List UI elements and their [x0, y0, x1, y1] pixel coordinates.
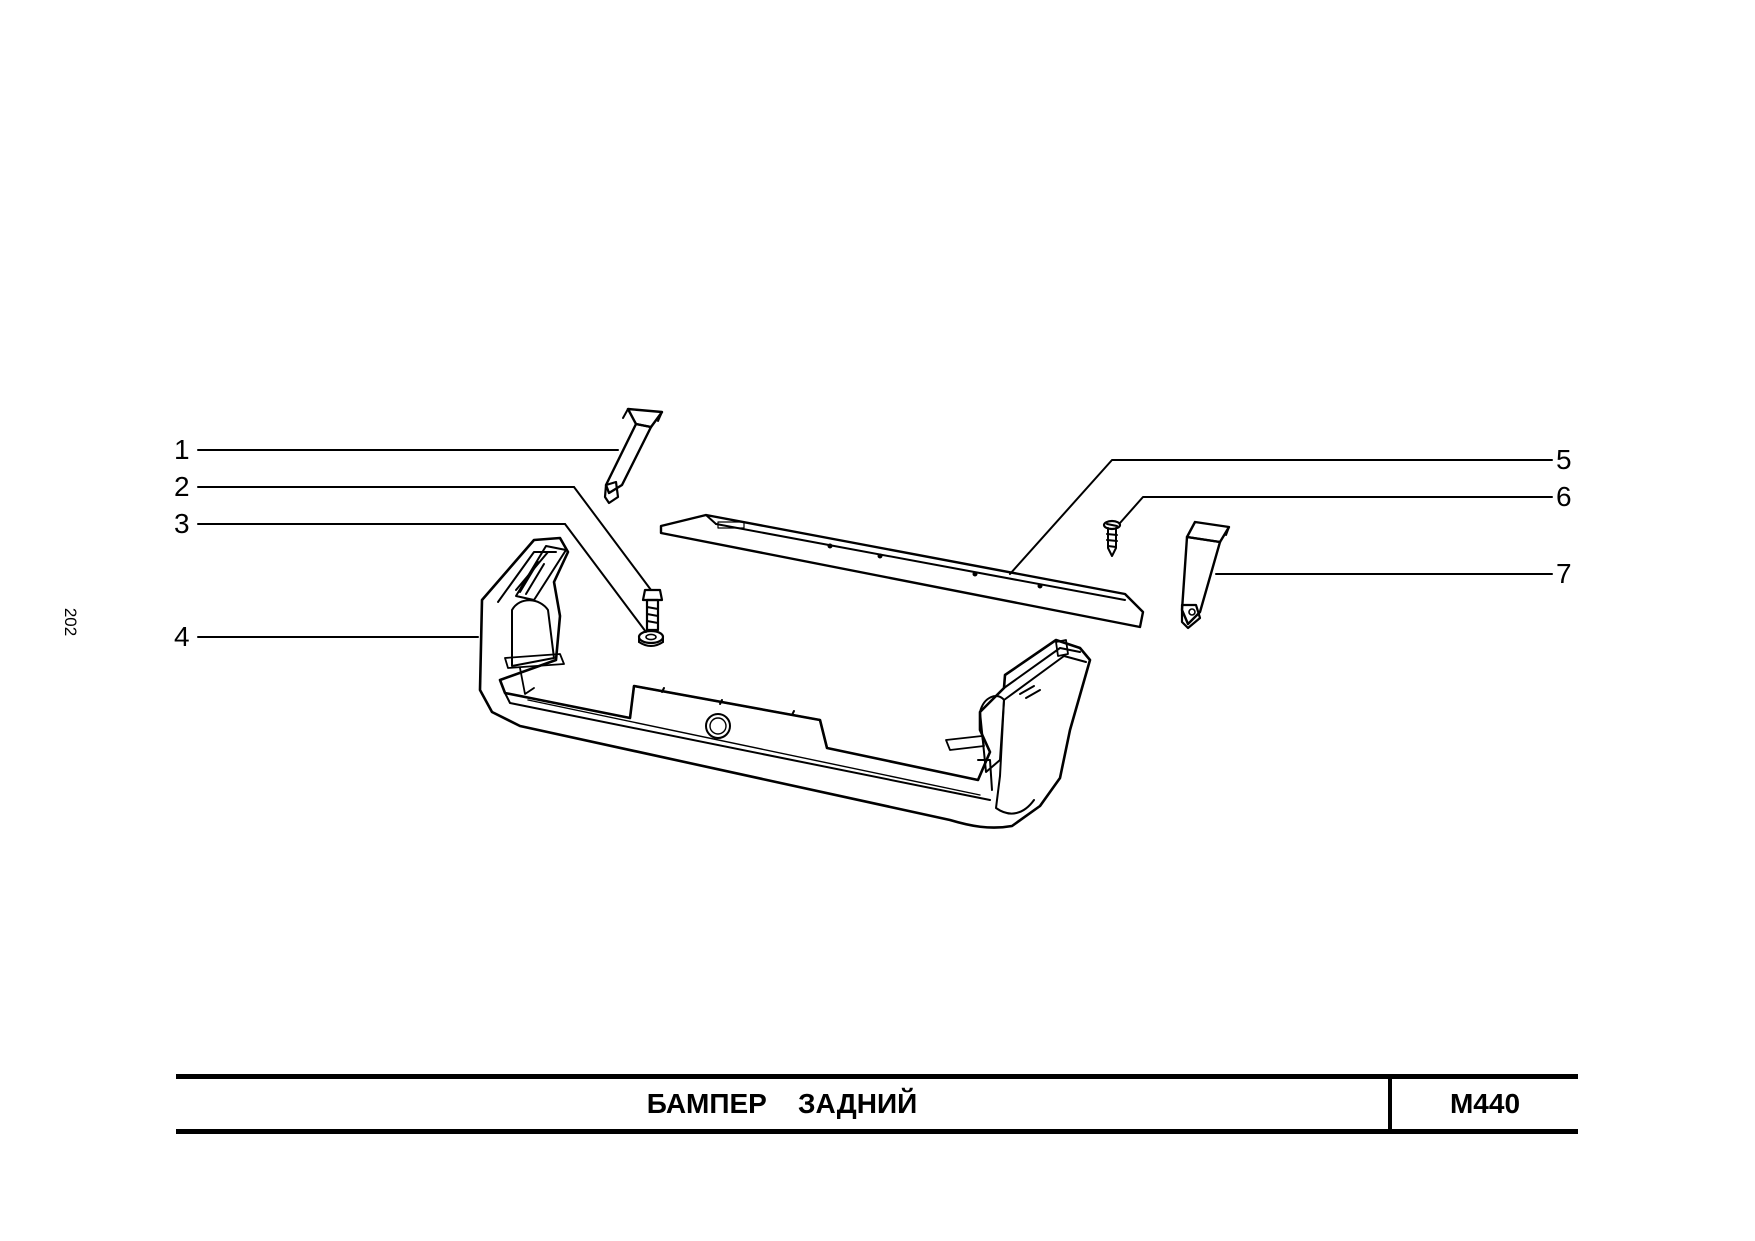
leader-line-3-diag [564, 523, 647, 633]
part-4-bumper [478, 536, 1092, 829]
title-cell: БАМПЕР ЗАДНИЙ [176, 1079, 1392, 1129]
part-1-left-bracket [603, 407, 664, 505]
callout-3: 3 [174, 508, 190, 539]
drawing-code: M440 [1449, 1088, 1521, 1119]
callout-4: 4 [174, 621, 190, 652]
part-7-right-bracket [1180, 520, 1231, 630]
callout-7: 7 [1556, 558, 1572, 589]
title-block: БАМПЕР ЗАДНИЙ M440 [176, 1074, 1578, 1134]
leader-line-5 [1009, 459, 1553, 575]
leader-line-2-diag [573, 486, 652, 591]
part-2-bolt [641, 588, 664, 632]
callout-1: 1 [174, 434, 190, 465]
part-3-washer [637, 629, 665, 647]
drawing-title: БАМПЕР ЗАДНИЙ [646, 1088, 918, 1119]
leader-line-6 [1119, 496, 1553, 524]
callout-2: 2 [174, 471, 190, 502]
page-number: 202 [61, 607, 81, 637]
leader-lines [197, 449, 1553, 638]
callout-6: 6 [1556, 481, 1572, 512]
part-5-reinforcement-strip [659, 513, 1145, 629]
part-6-screw [1102, 519, 1122, 557]
callout-5: 5 [1556, 444, 1572, 475]
